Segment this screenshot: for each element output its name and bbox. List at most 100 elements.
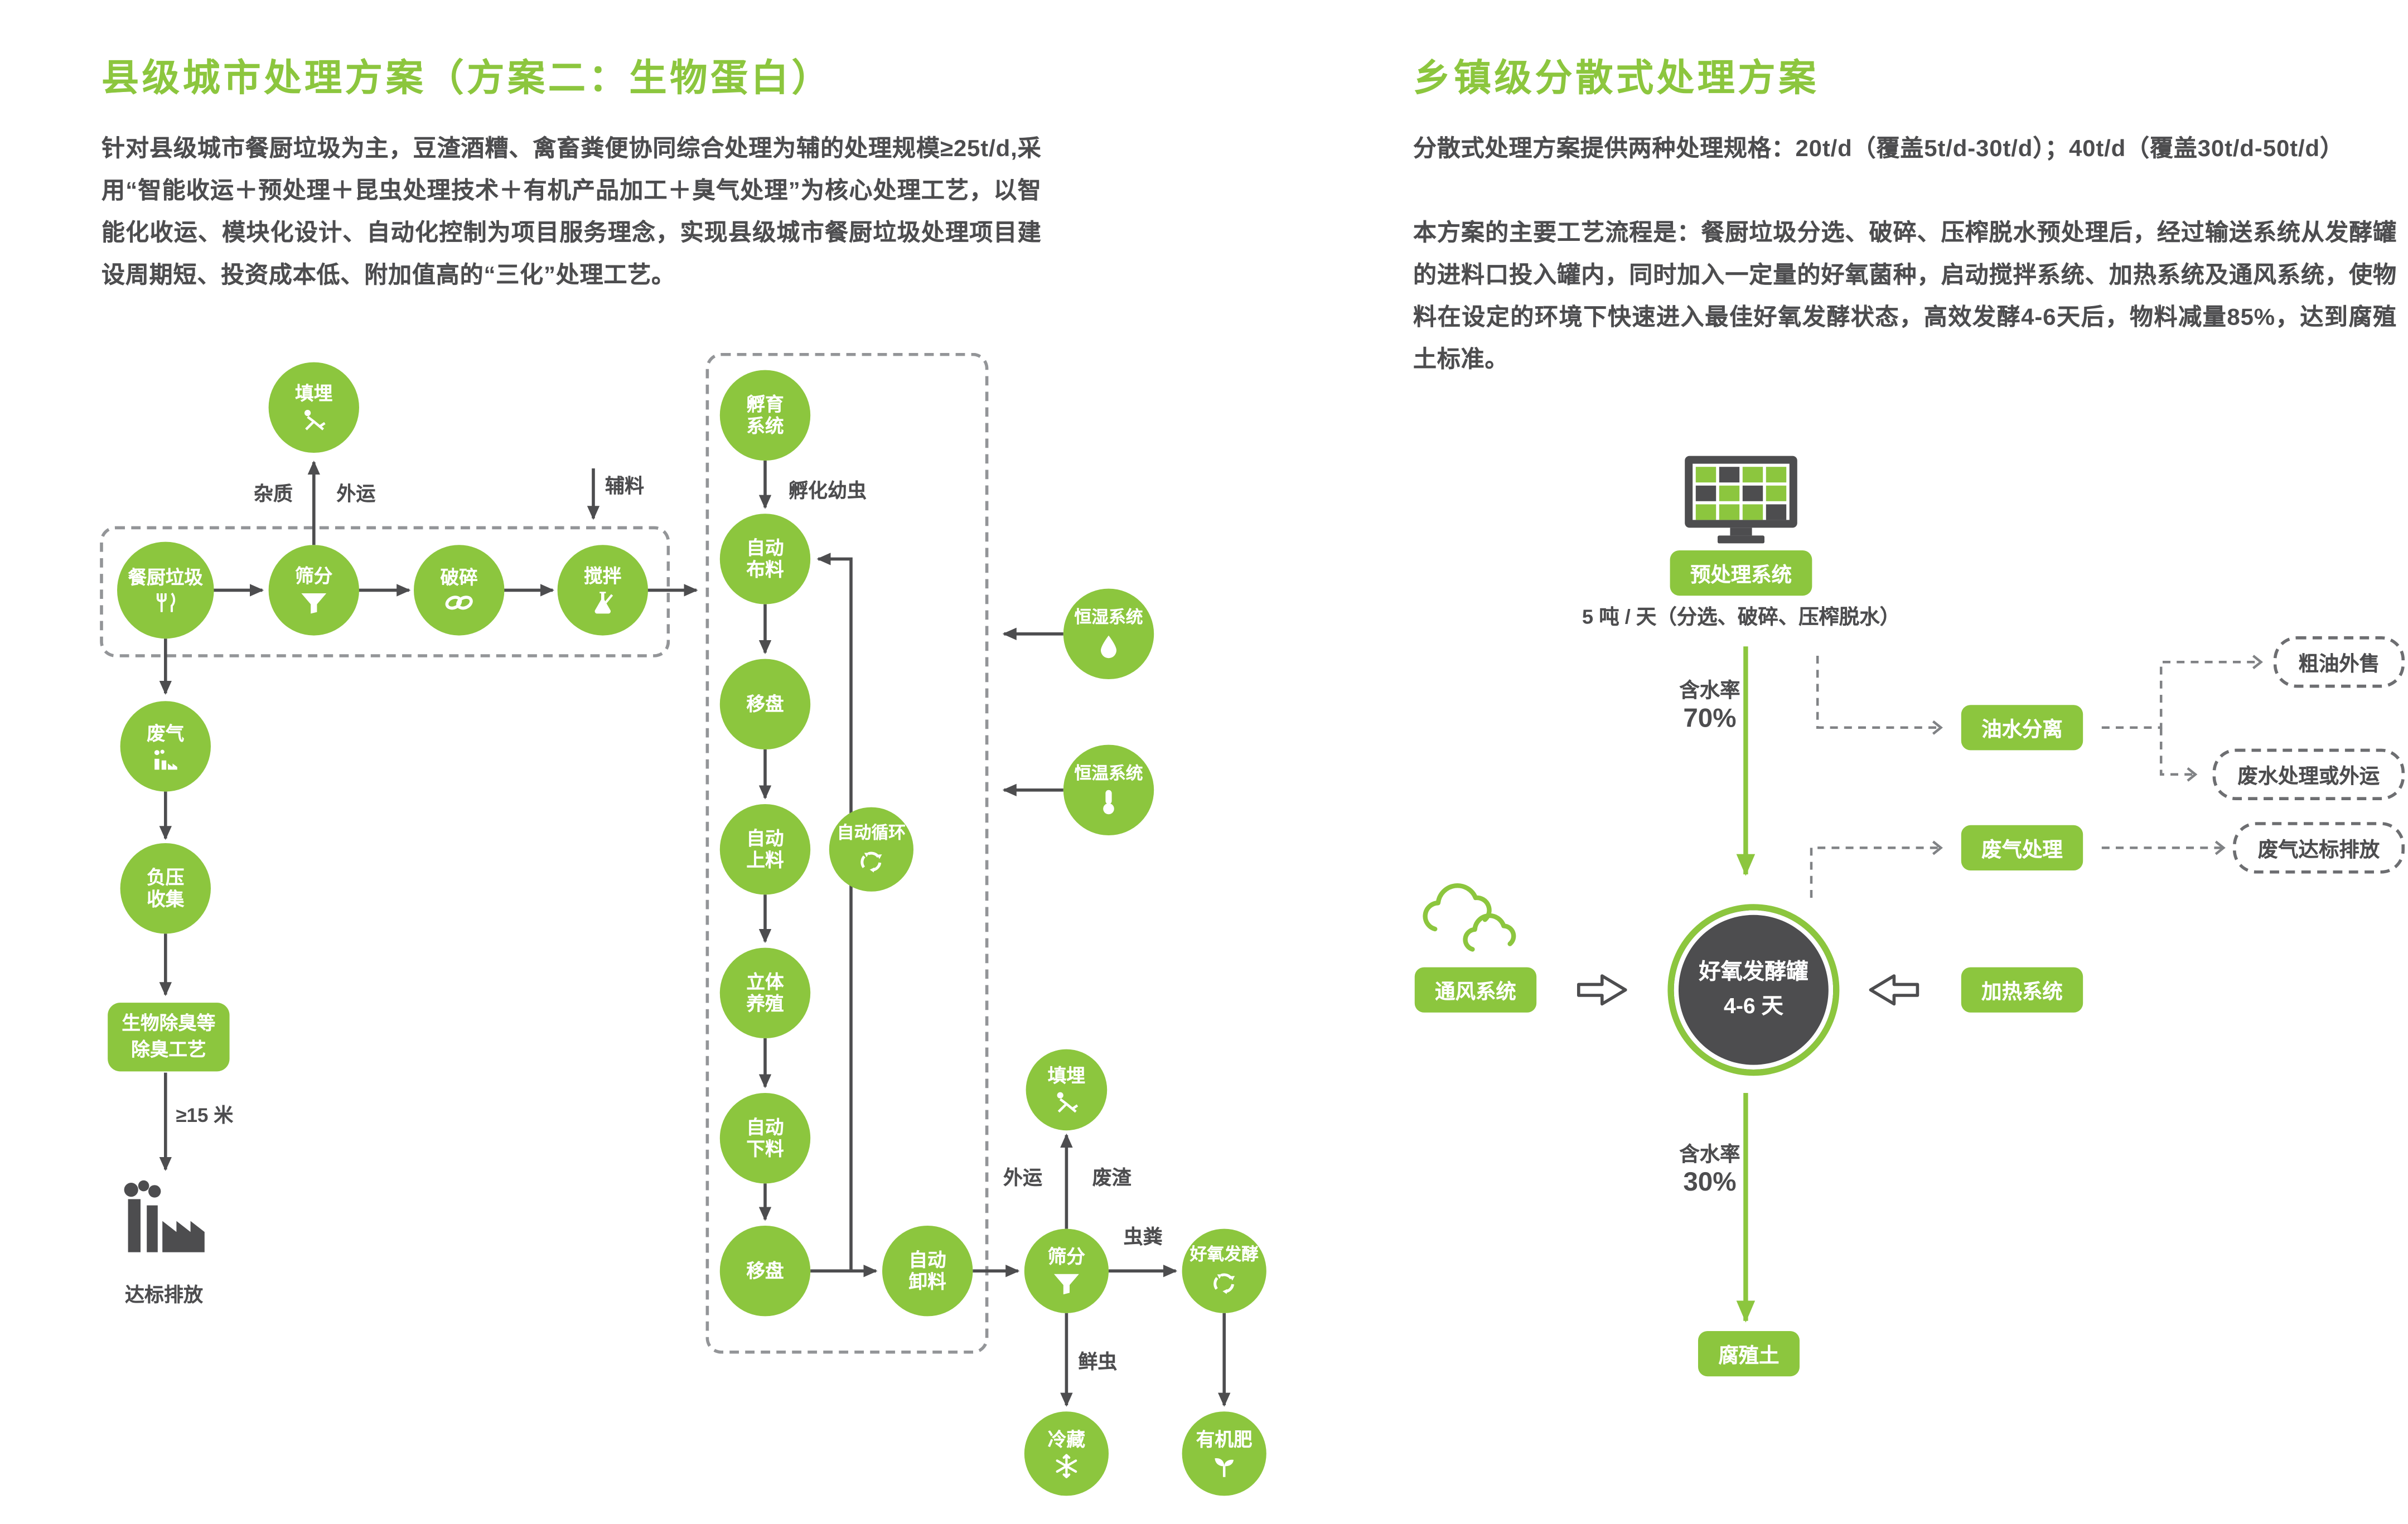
flask-icon bbox=[594, 592, 613, 614]
moisture-label: 含水率 bbox=[1679, 1142, 1740, 1166]
node-label: 恒温系统 bbox=[1074, 765, 1143, 784]
node-label: 搅拌 bbox=[584, 565, 622, 587]
node-landfill-top: 填埋 bbox=[268, 362, 359, 453]
block-arrow-left-icon bbox=[1868, 970, 1921, 1010]
pretreatment-pill: 预处理系统 bbox=[1670, 550, 1812, 596]
node-label: 恒湿系统 bbox=[1074, 609, 1143, 628]
node-tray-move-1: 移盘 bbox=[719, 659, 811, 749]
humus-pill: 腐殖土 bbox=[1698, 1331, 1800, 1377]
fork-icon bbox=[156, 593, 176, 613]
left-title: 县级城市处理方案（方案二：生物蛋白） bbox=[101, 57, 833, 100]
right-paragraph-2: 本方案的主要工艺流程是：餐厨垃圾分选、破碎、压榨脱水预处理后，经过输送系统从发酵… bbox=[1413, 220, 2397, 374]
node-label: 破碎 bbox=[440, 566, 478, 589]
node-auto-unload: 自动 下料 bbox=[719, 1093, 811, 1184]
heating-pill: 加热系统 bbox=[1961, 967, 2083, 1013]
factory-icon bbox=[154, 749, 177, 770]
oil-water-separation-pill: 油水分离 bbox=[1961, 705, 2083, 751]
node-kitchen-waste: 餐厨垃圾 bbox=[117, 541, 214, 639]
recycle-icon bbox=[1213, 1273, 1235, 1294]
node-label: 自动 卸料 bbox=[908, 1248, 946, 1293]
dashed-to-oilwater bbox=[1816, 655, 1943, 735]
node-label: 餐厨垃圾 bbox=[128, 566, 203, 589]
node-cold-storage: 冷藏 bbox=[1024, 1411, 1109, 1496]
label-insect-feces: 虫粪 bbox=[1123, 1226, 1163, 1249]
node-auto-spread: 自动 布料 bbox=[719, 514, 811, 604]
node-humidity-system: 恒湿系统 bbox=[1063, 588, 1154, 679]
node-auto-load: 自动 上料 bbox=[719, 804, 811, 895]
wastewater-box: 废水处理或外运 bbox=[2212, 748, 2405, 800]
drop-icon bbox=[1101, 635, 1116, 658]
node-label: 移盘 bbox=[746, 1260, 784, 1282]
label-capacity: 5 吨 / 天（分选、破碎、压榨脱水） bbox=[1582, 605, 1901, 628]
node-auto-cycle: 自动循环 bbox=[829, 807, 913, 892]
block-arrow-right-icon bbox=[1575, 970, 1628, 1010]
node-label: 好氧发酵 bbox=[1190, 1246, 1259, 1266]
node-label: 填埋 bbox=[1047, 1065, 1085, 1087]
label-distance: ≥15 米 bbox=[176, 1105, 234, 1127]
node-label: 筛分 bbox=[295, 565, 333, 588]
node-negative-pressure: 负压 收集 bbox=[120, 843, 211, 934]
node-incubation: 孵育 系统 bbox=[719, 370, 811, 461]
moisture-value: 70% bbox=[1683, 703, 1737, 733]
label-outbound-top: 外运 bbox=[336, 483, 376, 505]
left-flow-arrows bbox=[159, 460, 1231, 1407]
node-label: 负压 收集 bbox=[147, 865, 185, 911]
node-tray-move-2: 移盘 bbox=[719, 1226, 811, 1317]
thermometer-icon bbox=[1103, 790, 1114, 815]
node-aerobic-fermentation: 好氧发酵 bbox=[1182, 1228, 1266, 1313]
node-screening: 筛分 bbox=[268, 545, 359, 636]
label-impurities: 杂质 bbox=[253, 483, 293, 505]
sprout-icon bbox=[1215, 1458, 1234, 1478]
node-label: 筛分 bbox=[1047, 1246, 1085, 1269]
shovel-icon bbox=[1057, 1091, 1079, 1112]
waste-gas-treatment-pill: 废气处理 bbox=[1961, 825, 2083, 870]
node-label: 自动 上料 bbox=[746, 826, 784, 872]
moisture-label: 含水率 bbox=[1679, 678, 1740, 702]
recycle-icon bbox=[860, 851, 882, 872]
crude-oil-sale-box: 粗油外售 bbox=[2273, 636, 2405, 688]
node-mixing: 搅拌 bbox=[557, 545, 648, 636]
node-crushing: 破碎 bbox=[414, 545, 505, 636]
left-paragraph: 针对县级城市餐厨垃圾为主，豆渣酒糟、禽畜粪便协同综合处理为辅的处理规模≥25t/… bbox=[101, 136, 1042, 289]
moisture-value: 30% bbox=[1683, 1167, 1737, 1197]
deodorize-box: 生物除臭等 除臭工艺 bbox=[108, 1003, 230, 1071]
node-organic-fertilizer: 有机肥 bbox=[1182, 1411, 1266, 1496]
breeding-group-box bbox=[705, 352, 989, 1354]
node-label: 有机肥 bbox=[1196, 1428, 1253, 1450]
label-fresh-insects: 鲜虫 bbox=[1078, 1351, 1118, 1373]
node-label: 移盘 bbox=[746, 693, 784, 715]
dashed-fermenter-gastreatment bbox=[1810, 840, 1943, 898]
snowflake-icon bbox=[1056, 1454, 1077, 1479]
auto-cycle-line bbox=[816, 553, 853, 1271]
node-auto-discharge: 自动 卸料 bbox=[882, 1226, 973, 1317]
moisture-content-out: 含水率 30% bbox=[1679, 1138, 1740, 1198]
node-label: 冷藏 bbox=[1047, 1428, 1085, 1450]
right-dashed-connectors bbox=[1810, 655, 2263, 898]
dashed-oilwater-wastewater bbox=[2159, 727, 2198, 782]
node-label: 孵育 系统 bbox=[746, 393, 784, 437]
right-title: 乡镇级分散式处理方案 bbox=[1413, 57, 1819, 100]
node-label: 立体 养殖 bbox=[746, 970, 784, 1015]
node-label: 自动 下料 bbox=[746, 1115, 784, 1160]
label-standard-discharge: 达标排放 bbox=[124, 1284, 204, 1307]
factory-discharge-icon bbox=[119, 1179, 206, 1254]
monitor-icon bbox=[1683, 454, 1798, 545]
dashed-oilwater-crudeoil bbox=[2101, 655, 2263, 729]
node-label: 填埋 bbox=[295, 383, 333, 405]
chain-icon bbox=[445, 596, 473, 610]
label-waste-residue: 废渣 bbox=[1092, 1167, 1132, 1189]
node-screening-2: 筛分 bbox=[1024, 1228, 1109, 1313]
right-paragraph-1: 分散式处理方案提供两种处理规格：20t/d（覆盖5t/d-30t/d）；40t/… bbox=[1413, 136, 2344, 163]
node-label: 自动 布料 bbox=[746, 536, 784, 581]
gas-standard-discharge-box: 废气达标排放 bbox=[2232, 822, 2405, 874]
funnel-icon bbox=[1054, 1273, 1079, 1294]
cloud-icon bbox=[1416, 880, 1535, 959]
moisture-content-in: 含水率 70% bbox=[1679, 674, 1740, 734]
node-temperature-system: 恒温系统 bbox=[1063, 744, 1154, 835]
label-auxiliary: 辅料 bbox=[605, 475, 645, 497]
node-label: 废气 bbox=[147, 723, 185, 746]
label-outbound-bottom: 外运 bbox=[1003, 1167, 1043, 1189]
funnel-icon bbox=[301, 593, 327, 613]
